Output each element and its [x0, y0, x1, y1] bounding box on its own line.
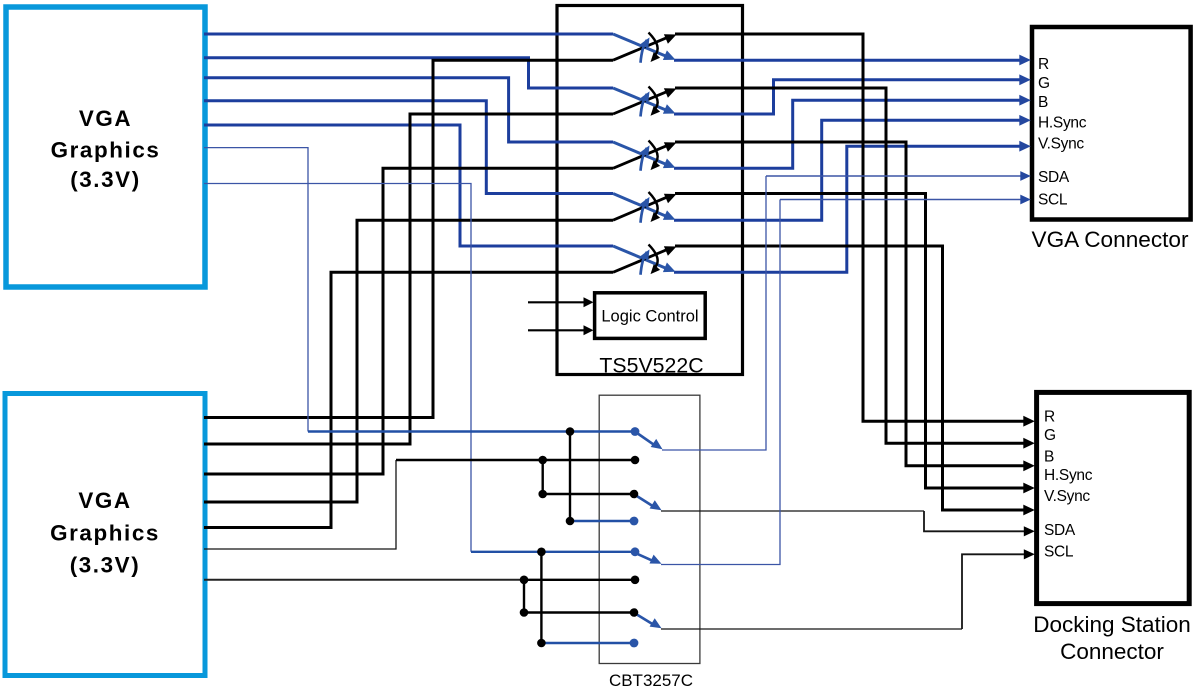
svg-text:(3.3V): (3.3V) [70, 167, 141, 192]
svg-text:B: B [1038, 94, 1048, 111]
svg-text:G: G [1038, 75, 1050, 92]
svg-text:H.Sync: H.Sync [1044, 467, 1093, 484]
svg-text:Connector: Connector [1060, 639, 1164, 664]
svg-text:Graphics: Graphics [51, 138, 161, 163]
svg-text:Docking Station: Docking Station [1033, 612, 1191, 637]
svg-text:H.Sync: H.Sync [1038, 115, 1087, 132]
svg-text:G: G [1044, 427, 1056, 444]
svg-text:SDA: SDA [1038, 169, 1070, 186]
svg-text:V.Sync: V.Sync [1038, 136, 1084, 153]
svg-text:Graphics: Graphics [50, 521, 160, 546]
svg-text:VGA: VGA [79, 106, 132, 131]
svg-text:V.Sync: V.Sync [1044, 488, 1090, 505]
svg-text:(3.3V): (3.3V) [70, 553, 141, 578]
svg-text:SCL: SCL [1038, 192, 1068, 209]
svg-text:SDA: SDA [1044, 522, 1076, 539]
svg-text:Logic Control: Logic Control [601, 308, 698, 326]
svg-text:SCL: SCL [1044, 544, 1074, 561]
svg-text:VGA: VGA [78, 488, 131, 513]
svg-text:R: R [1044, 409, 1055, 426]
svg-text:TS5V522C: TS5V522C [599, 354, 703, 378]
svg-text:B: B [1044, 449, 1054, 466]
svg-text:R: R [1038, 56, 1049, 73]
svg-text:CBT3257C: CBT3257C [609, 671, 693, 690]
svg-text:VGA Connector: VGA Connector [1032, 227, 1189, 252]
